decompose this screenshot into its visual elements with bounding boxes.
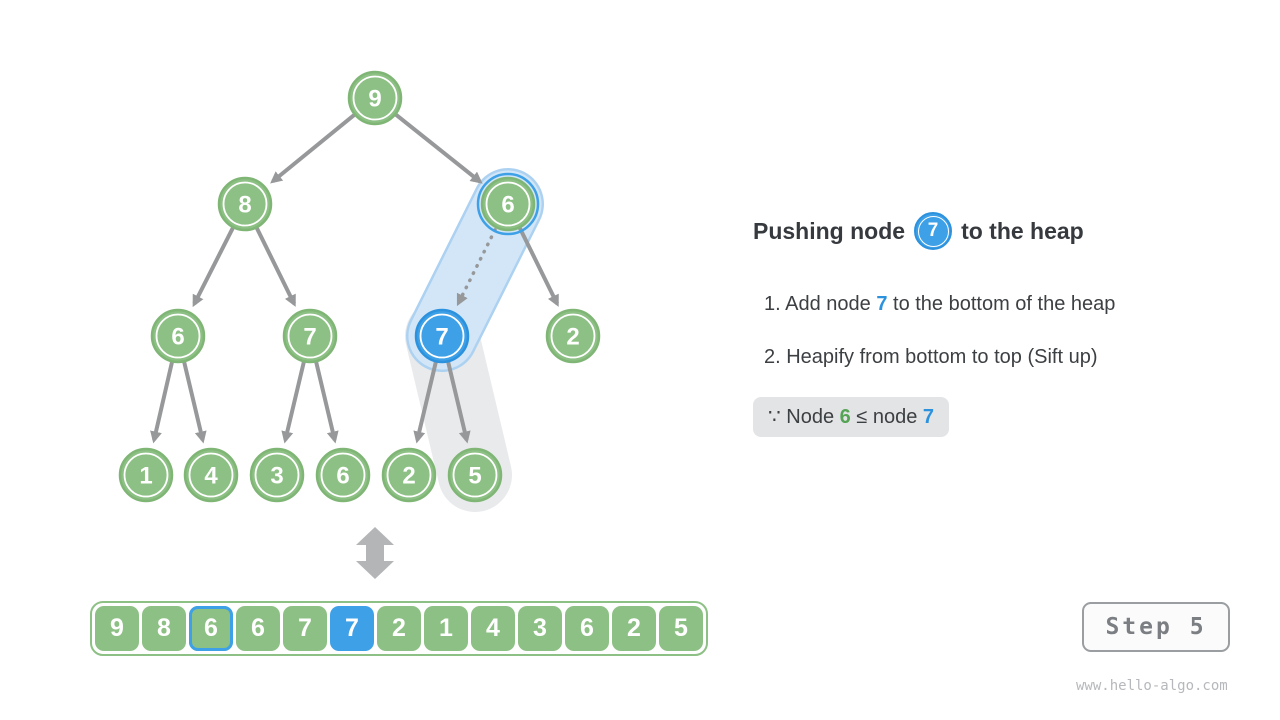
array-cell: 6 (565, 606, 609, 651)
step-item-1: 1. Add node 7 to the bottom of the heap (764, 293, 1115, 316)
array-cell: 6 (236, 606, 280, 651)
tree-node: 8 (217, 176, 273, 232)
array-cell: 2 (612, 606, 656, 651)
array-cell: 7 (330, 606, 374, 651)
because-symbol: ∵ (768, 406, 787, 428)
tree-node: 4 (183, 447, 239, 503)
array-cell: 4 (471, 606, 515, 651)
array-cell: 7 (283, 606, 327, 651)
array-cell: 6 (189, 606, 233, 651)
svg-text:8: 8 (238, 192, 251, 219)
svg-text:6: 6 (171, 324, 184, 351)
svg-text:7: 7 (435, 324, 448, 351)
step2-text: 2. Heapify from bottom to top (Sift up) (764, 346, 1098, 368)
svg-text:6: 6 (336, 463, 349, 490)
note-green-value: 6 (839, 406, 851, 428)
svg-text:2: 2 (402, 463, 415, 490)
tree-node: 6 (150, 308, 206, 364)
svg-text:3: 3 (270, 463, 283, 490)
tree-node: 7 (282, 308, 338, 364)
watermark: www.hello-algo.com (1076, 678, 1228, 694)
note-middle: ≤ node (850, 406, 923, 428)
step1-text: 1. Add node (764, 293, 877, 315)
tree-node: 7 (414, 308, 470, 364)
svg-text:9: 9 (368, 86, 381, 113)
tree-array-swap-arrow (356, 527, 394, 579)
array-cell: 1 (424, 606, 468, 651)
svg-text:2: 2 (566, 324, 579, 351)
tree-node: 3 (249, 447, 305, 503)
svg-text:4: 4 (204, 463, 218, 490)
title-suffix: to the heap (961, 217, 1084, 244)
svg-text:1: 1 (139, 463, 152, 490)
note-blue-value: 7 (922, 406, 935, 428)
tree-node: 9 (347, 70, 403, 126)
array-cell: 5 (659, 606, 703, 651)
tree-node: 1 (118, 447, 174, 503)
array-cell: 9 (95, 606, 139, 651)
tree-node: 6 (315, 447, 371, 503)
step-item-2: 2. Heapify from bottom to top (Sift up) (764, 346, 1097, 369)
step-badge: Step 5 (1082, 602, 1230, 652)
svg-text:5: 5 (468, 463, 481, 490)
pushed-node-badge: 7 (914, 212, 953, 250)
tree-node: 6 (476, 172, 540, 236)
svg-text:6: 6 (501, 192, 514, 219)
array-cell: 3 (518, 606, 562, 651)
array-cell: 2 (377, 606, 421, 651)
step1-suffix: to the bottom of the heap (887, 293, 1116, 315)
svg-text:7: 7 (303, 324, 316, 351)
badge-inner-ring (917, 215, 949, 247)
tree-node: 5 (447, 447, 503, 503)
tree-node: 2 (545, 308, 601, 364)
array-cell: 8 (142, 606, 186, 651)
page-title: Pushing node 7 to the heap (753, 212, 1084, 250)
title-prefix: Pushing node (753, 217, 906, 244)
step1-highlight: 7 (876, 293, 888, 315)
note-box: ∵ Node 6 ≤ node 7 (753, 397, 950, 437)
note-prefix: Node (786, 406, 840, 428)
tree-node: 2 (381, 447, 437, 503)
